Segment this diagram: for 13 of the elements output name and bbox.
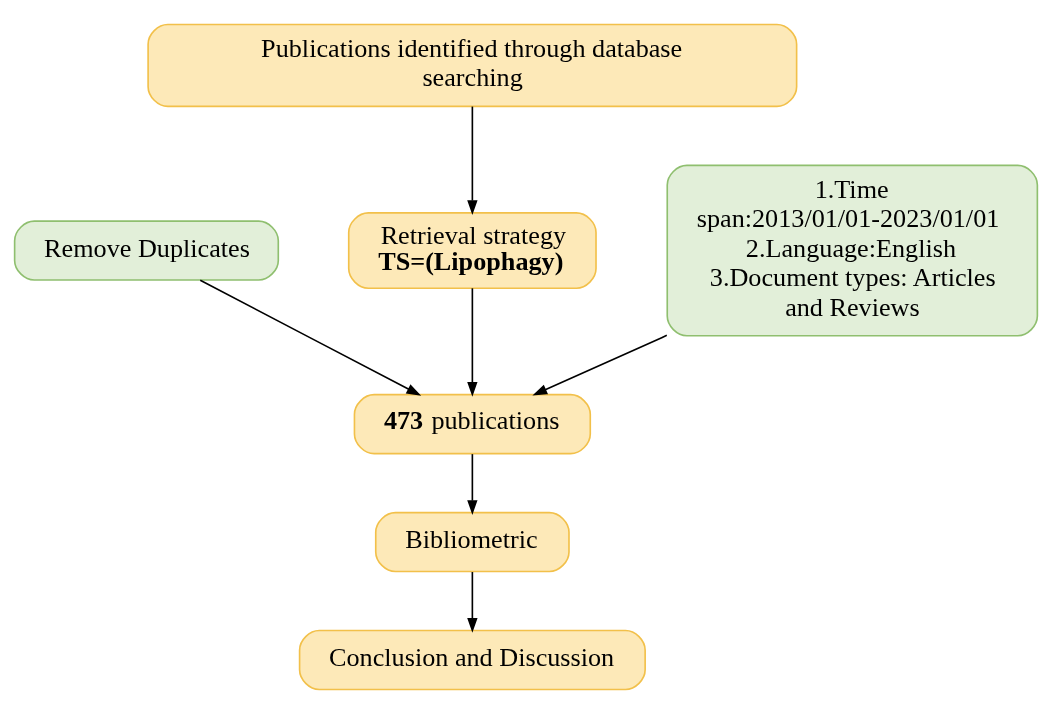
node-box: Bibliometric [374,511,570,573]
node-box: Remove Duplicates [13,220,280,281]
arrow [532,334,668,396]
node-box: Retrieval strategy TS=(Lipophagy) [347,212,597,290]
arrow [467,571,478,633]
arrow [467,287,478,397]
node-box: Publications identified through database searching [147,23,798,108]
arrow [199,279,422,396]
node-box: 1.Time span:2013/01/01-2023/01/01 2.Language:English 3.Document types: Articles and Reviews [666,164,1039,337]
node-box: Conclusion and Discussion [298,629,646,691]
arrow [467,105,478,216]
node-box: 473 publications [353,393,592,455]
arrow [467,453,478,515]
